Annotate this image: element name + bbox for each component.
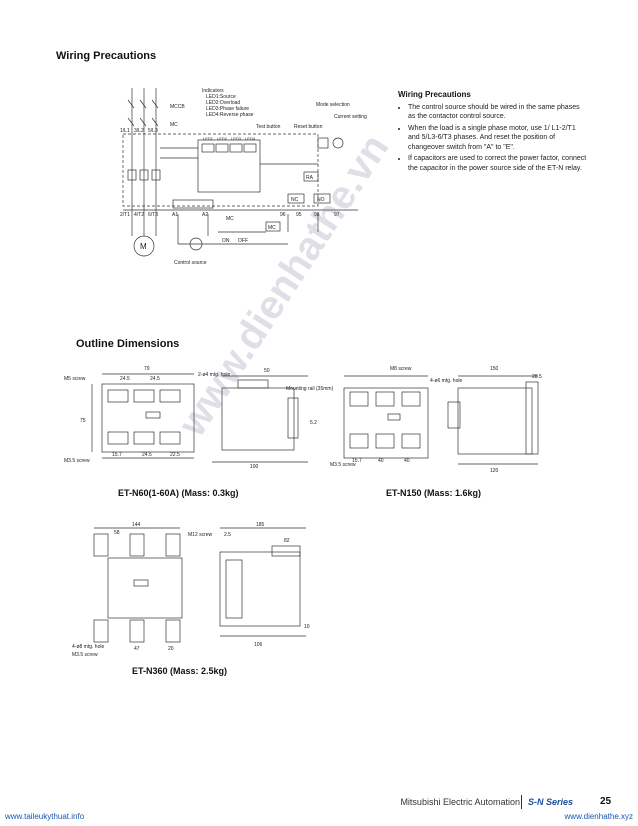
- dim-n360-106: 106: [254, 642, 263, 648]
- wiring-diagram: Indicators LED1:Source LED2:Overload LED…: [118, 86, 386, 270]
- precautions-heading: Wiring Precautions: [398, 90, 471, 99]
- dim-n60-50: 50: [264, 368, 270, 374]
- dim-n60-24-5b: 24.5: [150, 376, 160, 382]
- wiring-section-title: Wiring Precautions: [56, 50, 157, 62]
- label-led1: LED1:Source: [206, 94, 236, 100]
- label-off: OFF: [238, 238, 248, 244]
- dim-n60-24-5c: 24.5: [142, 452, 152, 458]
- dim-n150-120: 120: [490, 468, 499, 474]
- dim-n60-79: 79: [144, 366, 150, 372]
- wiring-precautions-box: Wiring Precautions The control source sh…: [398, 90, 588, 175]
- dim-n360-82: 82: [284, 538, 290, 544]
- label-l2: 3/L2: [134, 128, 144, 134]
- dim-n360-58: 58: [114, 530, 120, 536]
- dim-n150-150: 150: [490, 366, 499, 372]
- label-mccb: MCCB: [170, 104, 185, 110]
- drawing-et-n360: 144 58 M12 screw 185 2.5 82 4-ø8 mtg. ho…: [72, 520, 336, 660]
- label-ra: RA: [306, 175, 314, 181]
- label-current-setting: Current setting: [334, 114, 367, 120]
- footer-company: Mitsubishi Electric Automation: [400, 797, 520, 807]
- dim-n360-47: 47: [134, 646, 140, 652]
- label-a2: A2: [202, 212, 208, 218]
- label-led-b: LED2: [217, 136, 228, 141]
- label-mc: MC: [170, 122, 178, 128]
- label-motor: M: [140, 242, 147, 251]
- label-test-button: Test button: [256, 124, 281, 130]
- dim-n360-144: 144: [132, 522, 141, 528]
- label-no: NO: [317, 197, 325, 203]
- label-mc-switch: MC: [226, 216, 234, 222]
- dim-n60-22-5: 22.5: [170, 452, 180, 458]
- label-et-n360: ET-N360 (Mass: 2.5kg): [132, 666, 228, 676]
- label-reset-button: Reset button: [294, 124, 323, 130]
- label-mode-selection: Mode selection: [316, 102, 350, 108]
- label-t3: 6/T3: [148, 212, 158, 218]
- dim-n360-2-5: 2.5: [224, 532, 231, 538]
- label-mc-coil: MC: [268, 225, 276, 231]
- outline-section-title: Outline Dimensions: [76, 338, 180, 350]
- precautions-list: The control source should be wired in th…: [398, 103, 588, 174]
- label-control-source: Control source: [174, 260, 207, 266]
- dim-n60-hole: 2-ø4 mtg. hole: [198, 372, 230, 378]
- label-nc: NC: [291, 197, 299, 203]
- dim-n150-40b: 40: [404, 458, 410, 464]
- precaution-item: The control source should be wired in th…: [408, 103, 588, 122]
- dim-n360-10: 10: [304, 624, 310, 630]
- dim-n360-185: 185: [256, 522, 265, 528]
- dim-n60-rail: Mounting rail (35mm): [286, 386, 334, 392]
- label-led4: LED4:Reverse phase: [206, 112, 254, 118]
- label-indicators: Indicators: [202, 88, 224, 94]
- dim-n150-hole: 4-ø6 mtg. hole: [430, 378, 462, 384]
- label-on: ON: [222, 238, 230, 244]
- dim-n60-75: 75: [80, 418, 86, 424]
- label-t1: 2/T1: [120, 212, 130, 218]
- dim-n360-m12: M12 screw: [188, 532, 213, 538]
- label-led-d: LED4: [245, 136, 256, 141]
- dim-n150-m3-5: M3.5 screw: [330, 462, 356, 468]
- dim-n150-15-7: 15.7: [352, 458, 362, 464]
- page-number: 25: [600, 796, 612, 807]
- precaution-item: If capacitors are used to correct the po…: [408, 154, 588, 173]
- label-l3: 5/L3: [148, 128, 158, 134]
- dim-n60-5-2: 5.2: [310, 420, 317, 426]
- dim-n60-24-5a: 24.5: [120, 376, 130, 382]
- drawing-et-n150: M8 screw 150 4-ø6 mtg. hole 28.5 M3.5 sc…: [330, 362, 560, 474]
- label-t2: 4/T2: [134, 212, 144, 218]
- precaution-item: When the load is a single phase motor, u…: [408, 124, 588, 153]
- footer-series: S-N Series: [528, 797, 574, 807]
- label-et-n60: ET-N60(1-60A) (Mass: 0.3kg): [118, 488, 239, 498]
- dim-n60-100: 100: [250, 464, 259, 470]
- label-led-a: LED1: [203, 136, 214, 141]
- label-led2: LED2:Overload: [206, 100, 240, 106]
- dim-n60-15-7: 15.7: [112, 452, 122, 458]
- dim-n150-40a: 40: [378, 458, 384, 464]
- label-led3: LED3:Phase failure: [206, 106, 249, 112]
- label-l1: 1/L1: [120, 128, 130, 134]
- dim-n150-m8: M8 screw: [390, 366, 412, 372]
- label-et-n150: ET-N150 (Mass: 1.6kg): [386, 488, 482, 498]
- dim-n360-m3-5: M3.5 screw: [72, 652, 98, 658]
- label-led-c: LED3: [231, 136, 242, 141]
- label-97: 97: [334, 212, 340, 218]
- footer-separator: [521, 795, 522, 809]
- label-96: 96: [280, 212, 286, 218]
- dim-n360-20: 20: [168, 646, 174, 652]
- url-right-link[interactable]: www.dienhathe.xyz: [564, 812, 633, 821]
- label-95: 95: [296, 212, 302, 218]
- label-98: 98: [314, 212, 320, 218]
- dim-n60-m5: M5 screw: [64, 376, 86, 382]
- drawing-et-n60: 79 24.5 24.5 2-ø4 mtg. hole M5 screw 50 …: [62, 362, 334, 472]
- label-a1: A1: [172, 212, 178, 218]
- dim-n360-hole: 4-ø8 mtg. hole: [72, 644, 104, 650]
- dim-n150-28-5: 28.5: [532, 374, 542, 380]
- dim-n60-m3-5: M3.5 screw: [64, 458, 90, 464]
- url-left-link[interactable]: www.taileukythuat.info: [5, 812, 85, 821]
